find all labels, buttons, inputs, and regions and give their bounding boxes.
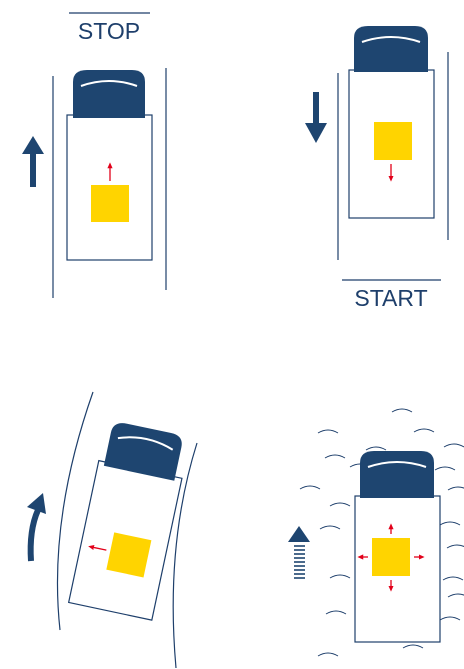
vibration-arrow-icon: [288, 526, 310, 578]
cargo-box: [91, 185, 129, 222]
stop-label: STOP: [78, 18, 140, 44]
curved-arrow-icon: [27, 493, 46, 561]
truck-cab: [360, 451, 434, 498]
panel-accelerating: START: [305, 26, 448, 311]
truck-cab: [354, 26, 428, 72]
truck: [355, 451, 440, 642]
down-arrow-icon: [305, 92, 327, 143]
cargo-box: [374, 122, 412, 160]
cargo-box: [372, 538, 410, 576]
up-arrow-icon: [22, 136, 44, 187]
cargo-box: [106, 532, 151, 577]
panel-cornering: [27, 392, 197, 668]
truck: [67, 70, 152, 260]
panel-braking: STOP: [22, 13, 166, 298]
panel-rough-road: [288, 409, 464, 656]
truck: [69, 420, 191, 621]
truck-cab: [73, 70, 145, 118]
truck: [349, 26, 434, 218]
start-label: START: [354, 285, 427, 311]
